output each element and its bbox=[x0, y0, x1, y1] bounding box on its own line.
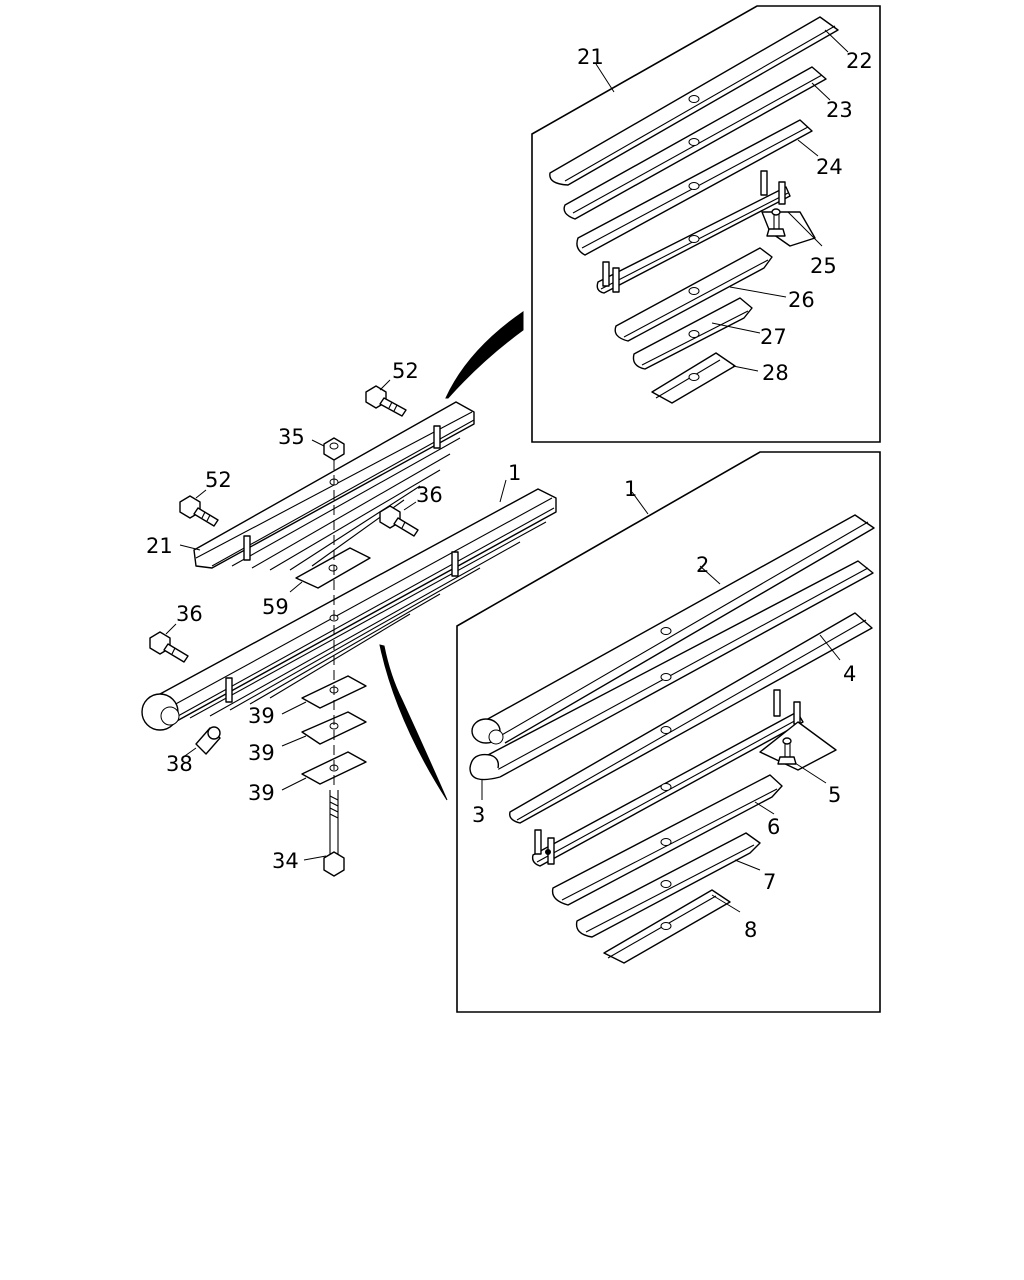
helper-spring-detail-box bbox=[531, 5, 881, 443]
leaf-4 bbox=[509, 612, 873, 824]
leaf-7 bbox=[575, 832, 761, 938]
leaf-with-clips-25 bbox=[596, 170, 816, 294]
callout-36-upper: 36 bbox=[416, 483, 443, 507]
callout-39-top: 39 bbox=[248, 704, 275, 728]
callout-7: 7 bbox=[763, 870, 776, 894]
callout-23: 23 bbox=[826, 98, 853, 122]
callout-35: 35 bbox=[278, 425, 305, 449]
leaf-6 bbox=[551, 774, 783, 906]
plate-39-top bbox=[281, 675, 367, 715]
callout-21-main: 21 bbox=[146, 534, 173, 558]
callout-39-middle: 39 bbox=[248, 741, 275, 765]
center-bolt-34 bbox=[303, 790, 345, 877]
callout-1-box: 1 bbox=[624, 477, 637, 501]
callout-39-bottom: 39 bbox=[248, 781, 275, 805]
callout-26: 26 bbox=[788, 288, 815, 312]
leaf-22 bbox=[549, 16, 839, 186]
callout-21-box: 21 bbox=[577, 45, 604, 69]
callout-36-lower: 36 bbox=[176, 602, 203, 626]
leaf-27 bbox=[632, 297, 753, 370]
callout-38: 38 bbox=[166, 752, 193, 776]
callout-8: 8 bbox=[744, 918, 757, 942]
leaf-2 bbox=[471, 514, 875, 745]
bolt-36-lower bbox=[149, 623, 189, 663]
callout-24: 24 bbox=[816, 155, 843, 179]
callout-4: 4 bbox=[843, 662, 856, 686]
leaf-26 bbox=[614, 247, 773, 342]
bushing-38 bbox=[181, 726, 221, 759]
callout-25: 25 bbox=[810, 254, 837, 278]
callout-6: 6 bbox=[767, 815, 780, 839]
callout-52-upper: 52 bbox=[392, 359, 419, 383]
clip-bolt-25 bbox=[766, 208, 786, 237]
leaf-8 bbox=[603, 889, 731, 964]
bolt-52-upper bbox=[365, 379, 407, 417]
connector-wedge-lower bbox=[379, 644, 448, 801]
callout-28: 28 bbox=[762, 361, 789, 385]
leaf-24 bbox=[576, 119, 813, 256]
nut-35 bbox=[311, 437, 345, 461]
callout-2: 2 bbox=[696, 553, 709, 577]
callout-59: 59 bbox=[262, 595, 289, 619]
plate-59 bbox=[289, 547, 371, 593]
bolt-36-upper bbox=[379, 501, 419, 537]
leaf-23 bbox=[563, 66, 827, 220]
callout-5: 5 bbox=[828, 783, 841, 807]
callout-3: 3 bbox=[472, 803, 485, 827]
main-spring-detail-box bbox=[456, 451, 881, 1013]
leaf-with-clips-5 bbox=[531, 689, 837, 867]
connector-wedge-upper bbox=[445, 311, 524, 399]
plate-39-bottom bbox=[281, 751, 367, 791]
callout-52-lower: 52 bbox=[205, 468, 232, 492]
plate-39-middle bbox=[281, 711, 367, 747]
callout-22: 22 bbox=[846, 49, 873, 73]
leaf-3 bbox=[469, 560, 874, 781]
callout-34: 34 bbox=[272, 849, 299, 873]
bolt-52-lower bbox=[179, 489, 219, 527]
main-spring-assembly-1 bbox=[141, 479, 557, 731]
callout-labels: 21 22 23 24 25 26 27 28 52 35 52 36 1 21… bbox=[146, 45, 873, 942]
callout-27: 27 bbox=[760, 325, 787, 349]
callout-1-main: 1 bbox=[508, 461, 521, 485]
